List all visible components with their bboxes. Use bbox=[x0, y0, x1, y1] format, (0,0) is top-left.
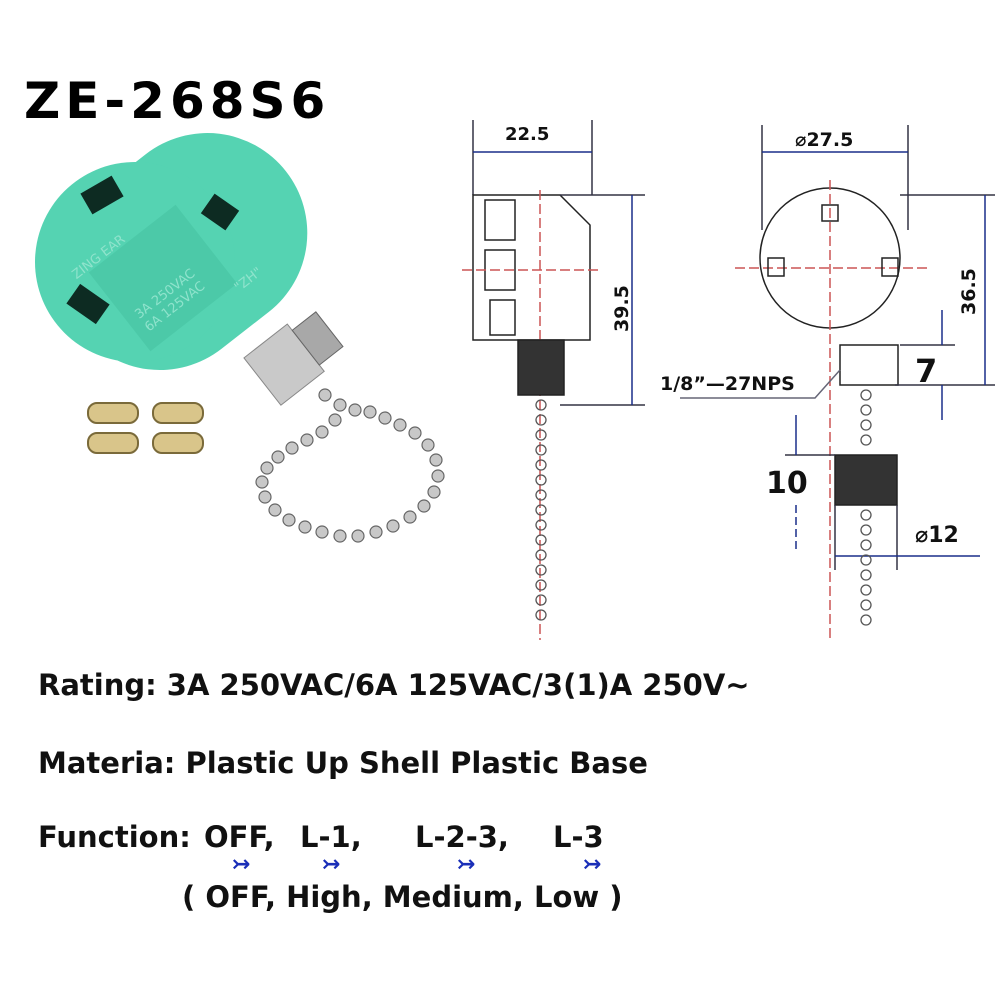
down-arrow-icon: ↣ bbox=[457, 852, 476, 877]
side-view-drawing bbox=[462, 120, 645, 640]
nut-diameter-label: ⌀12 bbox=[915, 523, 959, 548]
thread-label: 1/8”—27NPS bbox=[660, 373, 795, 395]
side-height-label: 39.5 bbox=[611, 285, 633, 332]
product-title: ZE-268S6 bbox=[24, 72, 331, 130]
function-meanings: ( OFF, High, Medium, Low ) bbox=[182, 880, 623, 914]
down-arrow-icon: ↣ bbox=[232, 852, 251, 877]
down-arrow-icon: ↣ bbox=[322, 852, 341, 877]
bead-chain bbox=[255, 388, 445, 543]
side-width-label: 22.5 bbox=[505, 124, 549, 145]
function-position-l1: L-1, bbox=[300, 820, 362, 854]
front-height-label: 36.5 bbox=[958, 268, 980, 315]
function-label: Function: bbox=[38, 820, 191, 854]
switch-photo: ZING EAR 3A 250VAC 6A 125VAC "ZH" bbox=[35, 133, 445, 543]
function-position-l23: L-2-3, bbox=[415, 820, 509, 854]
front-diameter-label: ⌀27.5 bbox=[795, 129, 853, 151]
function-position-l3: L-3 bbox=[553, 820, 604, 854]
material-spec: Materia: Plastic Up Shell Plastic Base bbox=[38, 746, 648, 780]
rating-spec: Rating: 3A 250VAC/6A 125VAC/3(1)A 250V~ bbox=[38, 668, 750, 702]
down-arrow-icon: ↣ bbox=[583, 852, 602, 877]
stem-height-label: 7 bbox=[915, 352, 937, 390]
chain-connectors bbox=[87, 402, 204, 454]
nut-height-label: 10 bbox=[766, 466, 808, 501]
front-view-drawing bbox=[680, 125, 995, 640]
function-position-off: OFF, bbox=[204, 820, 275, 854]
